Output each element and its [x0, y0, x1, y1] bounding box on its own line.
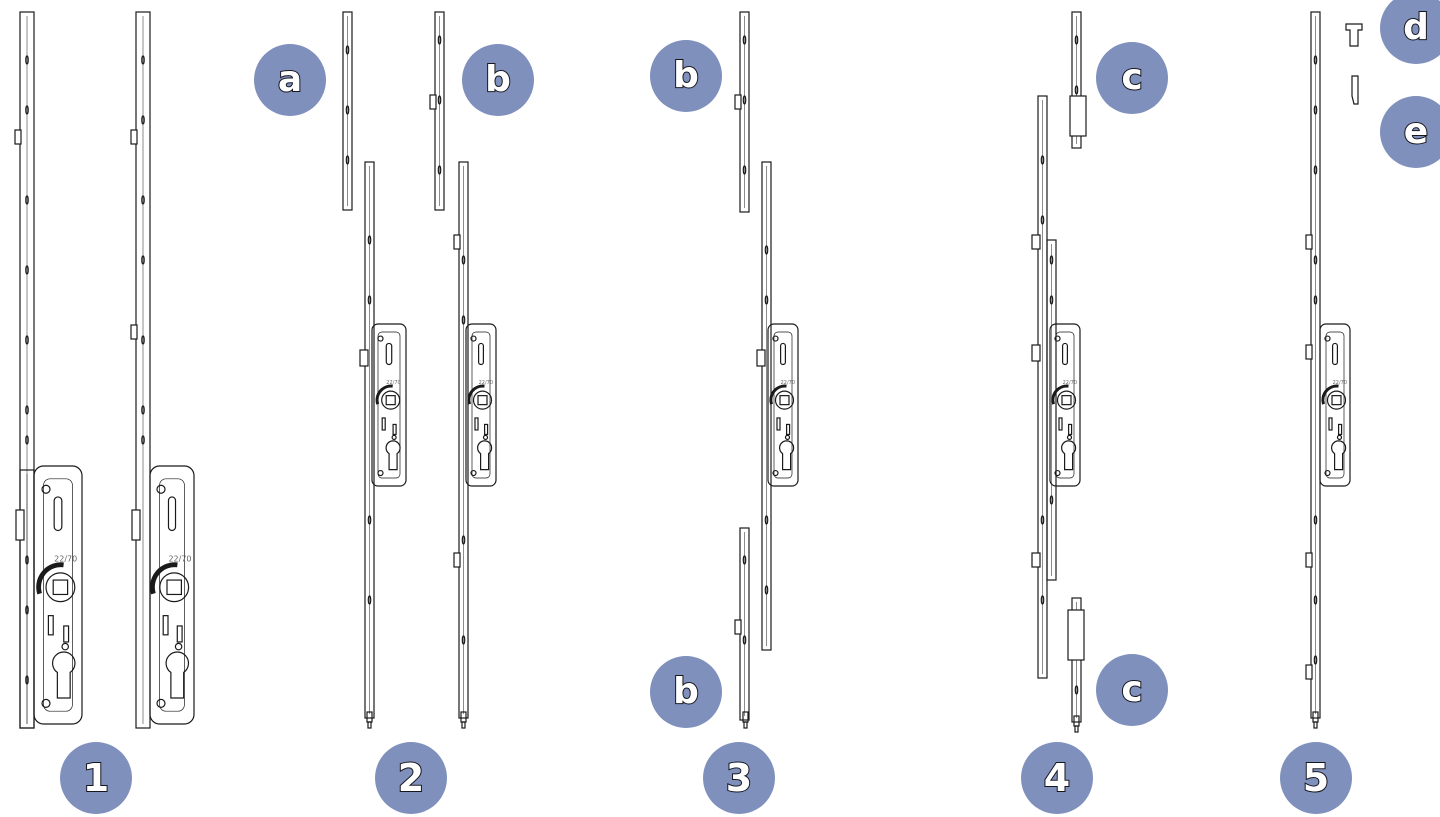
lock-case-2b: 22/70	[465, 323, 497, 487]
strip-1b	[130, 11, 151, 729]
strip-1a-lower	[19, 469, 35, 729]
strip-3	[761, 161, 772, 651]
lock-case-marking: 22/70	[168, 554, 191, 563]
part-d-drawing	[1345, 23, 1363, 47]
lock-case-marking: 22/70	[479, 380, 493, 386]
lock-case-marking: 22/70	[1333, 380, 1347, 386]
lock-case-marking: 22/70	[1063, 380, 1077, 386]
strip-5	[1305, 11, 1321, 719]
extension-a	[342, 11, 353, 211]
lock-case-marking: 22/70	[781, 380, 795, 386]
extension-b-v3-top	[734, 11, 750, 213]
part-e-drawing	[1351, 75, 1359, 105]
bolt-stub-2b	[460, 711, 467, 729]
extension-b-v3-bottom	[734, 527, 750, 721]
bolt-stub-2a	[366, 711, 373, 729]
strip-4-centre	[1046, 239, 1057, 581]
lock-case-4: 22/70	[1049, 323, 1081, 487]
lock-case-3: 22/70	[767, 323, 799, 487]
strip-4-long	[1037, 95, 1048, 679]
lock-case-2a: 22/70	[371, 323, 407, 487]
bolt-stub-3	[742, 711, 749, 729]
bolt-stub-4	[1073, 715, 1080, 733]
extension-b-v2	[429, 11, 445, 211]
bolt-stub-5	[1312, 711, 1319, 729]
strip-2b	[453, 161, 469, 719]
lock-case-1b: 22/70	[149, 465, 195, 725]
strip-1a	[14, 11, 35, 729]
lock-case-marking: 22/70	[386, 380, 400, 386]
lock-case-marking: 22/70	[54, 554, 77, 563]
strip-2a	[364, 161, 375, 719]
lock-case-5: 22/70	[1319, 323, 1351, 487]
lock-case-1a: 22/70	[33, 465, 83, 725]
